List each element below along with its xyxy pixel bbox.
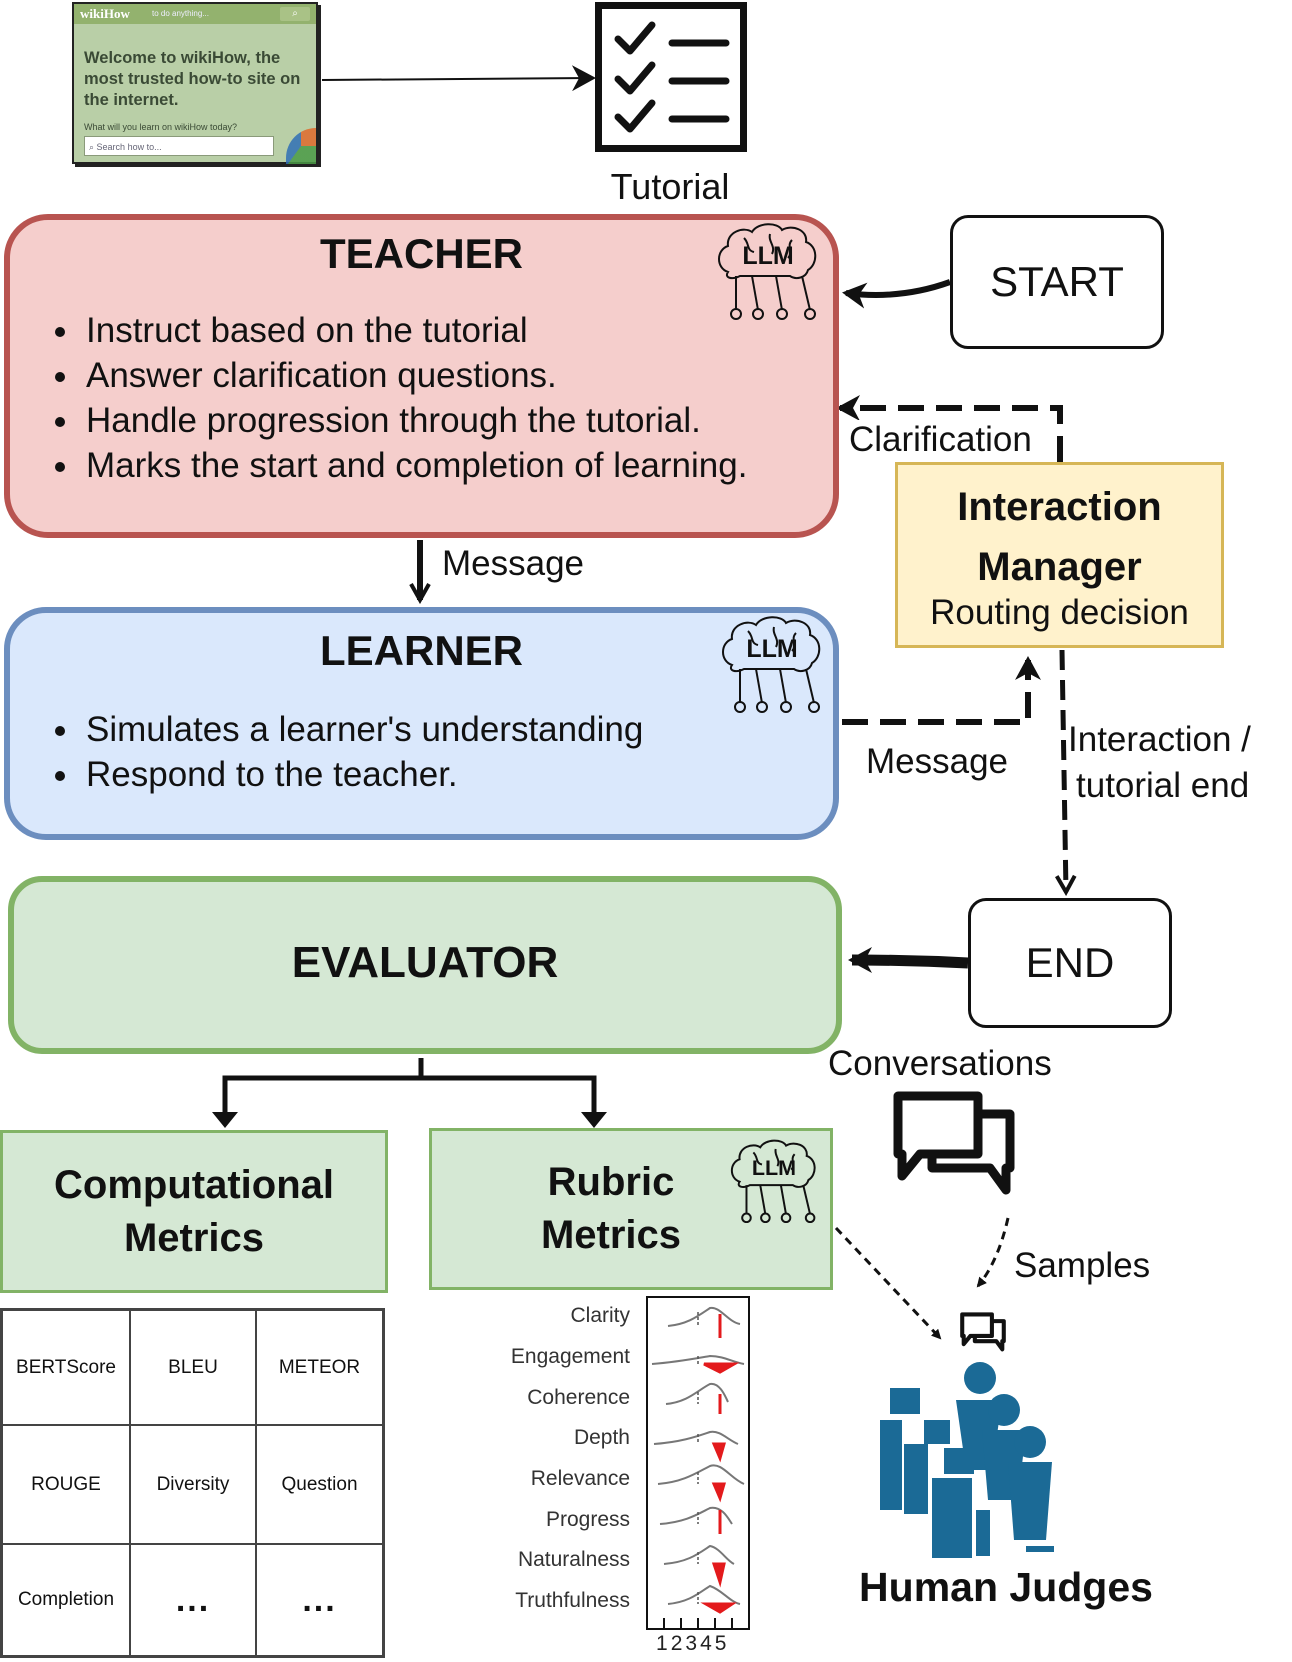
conversation-icon [892,1090,1016,1207]
edge-label-message-learner: Message [866,742,1009,781]
wikihow-header-bar [74,4,316,24]
interaction-manager-title-line2: Manager [977,545,1142,589]
rubric-to-judges-arrow [834,1226,942,1340]
metric-cell: Question [257,1426,382,1545]
conversations-label: Conversations [828,1044,1052,1083]
llm-badge-text: LLM [746,635,797,663]
rubric-criterion: Clarity [570,1304,630,1327]
wikihow-tagline: to do anything... [152,9,209,18]
edge-label-message: Message [442,544,585,583]
llm-brain-icon: LLM [714,613,830,718]
learner-title: LEARNER [319,627,523,674]
learner-bullet: Respond to the teacher. [82,752,643,797]
edge-label-clarification: Clarification [845,420,1036,460]
llm-badge-text: LLM [742,242,793,270]
end-node: END [968,898,1172,1028]
llm-brain-icon: LLM [724,1137,824,1237]
computational-metrics-box: Computational Metrics [0,1130,388,1293]
edge-label-interaction-end-line1: Interaction / [1068,720,1251,759]
checklist-icon [595,2,747,152]
start-to-teacher-arrow [842,279,952,309]
tutorial-label: Tutorial [610,166,730,207]
rubric-criterion: Progress [545,1508,630,1531]
rubric-ridge-plot [646,1296,750,1630]
evaluator-title: EVALUATOR [291,938,559,987]
rubric-metrics-title-line1: Rubric [547,1160,675,1204]
evaluator-box: EVALUATOR [8,876,842,1054]
rubric-criterion: Depth [573,1426,630,1449]
interaction-manager-title-line1: Interaction [957,485,1162,529]
rubric-metrics-box: Rubric Metrics LLM [429,1128,833,1290]
rubric-criterion: Coherence [527,1386,630,1409]
small-conversation-icon [960,1312,1006,1359]
x-tick: 3 [685,1632,701,1655]
metric-cell: ROUGE [3,1426,131,1545]
samples-label: Samples [1014,1246,1151,1285]
teacher-bullet: Answer clarification questions. [82,353,747,398]
rubric-criterion: Naturalness [517,1548,630,1571]
wikihow-logo: wikiHow [80,6,130,21]
metric-cell: BLEU [131,1311,257,1426]
human-judges-label: Human Judges [859,1564,1153,1610]
x-tick: 2 [670,1632,686,1655]
edge-label-interaction-end-line2: tutorial end [1076,766,1250,805]
teacher-bullets: Instruct based on the tutorial Answer cl… [42,308,747,488]
learner-box: LEARNER Simulates a learner's understand… [4,607,839,840]
llm-badge-text: LLM [752,1156,796,1180]
teacher-bullet: Instruct based on the tutorial [82,308,747,353]
rubric-criterion: Truthfulness [515,1589,630,1612]
learner-bullets: Simulates a learner's understanding Resp… [42,707,643,797]
metric-cell-ellipsis: ... [131,1545,257,1655]
wikihow-prompt: What will you learn on wikiHow today? [84,122,238,132]
manager-to-end-arrow [1062,649,1066,892]
teacher-box: TEACHER Instruct based on the tutorial A… [4,214,839,538]
rubric-criterion: Engagement [510,1345,630,1368]
metric-cell: METEOR [257,1311,382,1426]
metrics-grid: BERTScore BLEU METEOR ROUGE Diversity Qu… [0,1308,385,1658]
rubric-metrics-title-line2: Metrics [540,1213,682,1257]
metric-cell: Completion [3,1545,131,1655]
wikihow-screenshot: wikiHow to do anything... ⌕ Welcome to w… [72,2,318,164]
conversations-to-judges-arrow [976,1217,1010,1288]
evaluator-split-connector [222,1058,597,1120]
end-to-evaluator-arrow [848,947,969,974]
wiki-to-tutorial-arrow [321,65,596,92]
interaction-manager-box: Interaction Manager Routing decision [895,462,1224,648]
wikihow-search-input: ⌕ Search how to... [84,136,274,156]
learner-bullet: Simulates a learner's understanding [82,707,643,752]
x-tick: 4 [700,1632,715,1655]
x-tick: 1 [656,1632,671,1655]
rubric-criterion: Relevance [530,1467,630,1490]
rubric-criteria-labels: Clarity Engagement Coherence Depth Relev… [460,1290,630,1620]
metric-cell: BERTScore [3,1311,131,1426]
metric-cell: Diversity [131,1426,257,1545]
wikihow-search-placeholder: Search how to... [96,142,162,152]
people-at-computers-icon [880,1360,1060,1565]
clarification-arrow [836,395,1063,462]
wikihow-search-icon: ⌕ [280,7,310,21]
teacher-bullet: Handle progression through the tutorial. [82,398,747,443]
x-tick: 5 [714,1632,730,1655]
rubric-x-ticks: 12345 [656,1632,729,1656]
computational-metrics-title-line1: Computational [54,1162,334,1207]
arrowhead-computational [212,1112,238,1128]
interaction-manager-title: Interaction Manager [898,477,1221,597]
arrowhead-rubric [581,1112,607,1128]
start-node: START [950,215,1164,349]
wikihow-welcome-text: Welcome to wikiHow, the most trusted how… [84,49,301,109]
metric-cell-ellipsis: ... [302,1580,337,1619]
llm-brain-icon: LLM [710,220,826,325]
teacher-title: TEACHER [319,230,523,277]
computational-metrics-title-line2: Metrics [123,1215,265,1260]
interaction-manager-subtitle: Routing decision [930,593,1189,632]
learner-to-manager-arrow [842,656,1041,725]
teacher-bullet: Marks the start and completion of learni… [82,443,747,488]
